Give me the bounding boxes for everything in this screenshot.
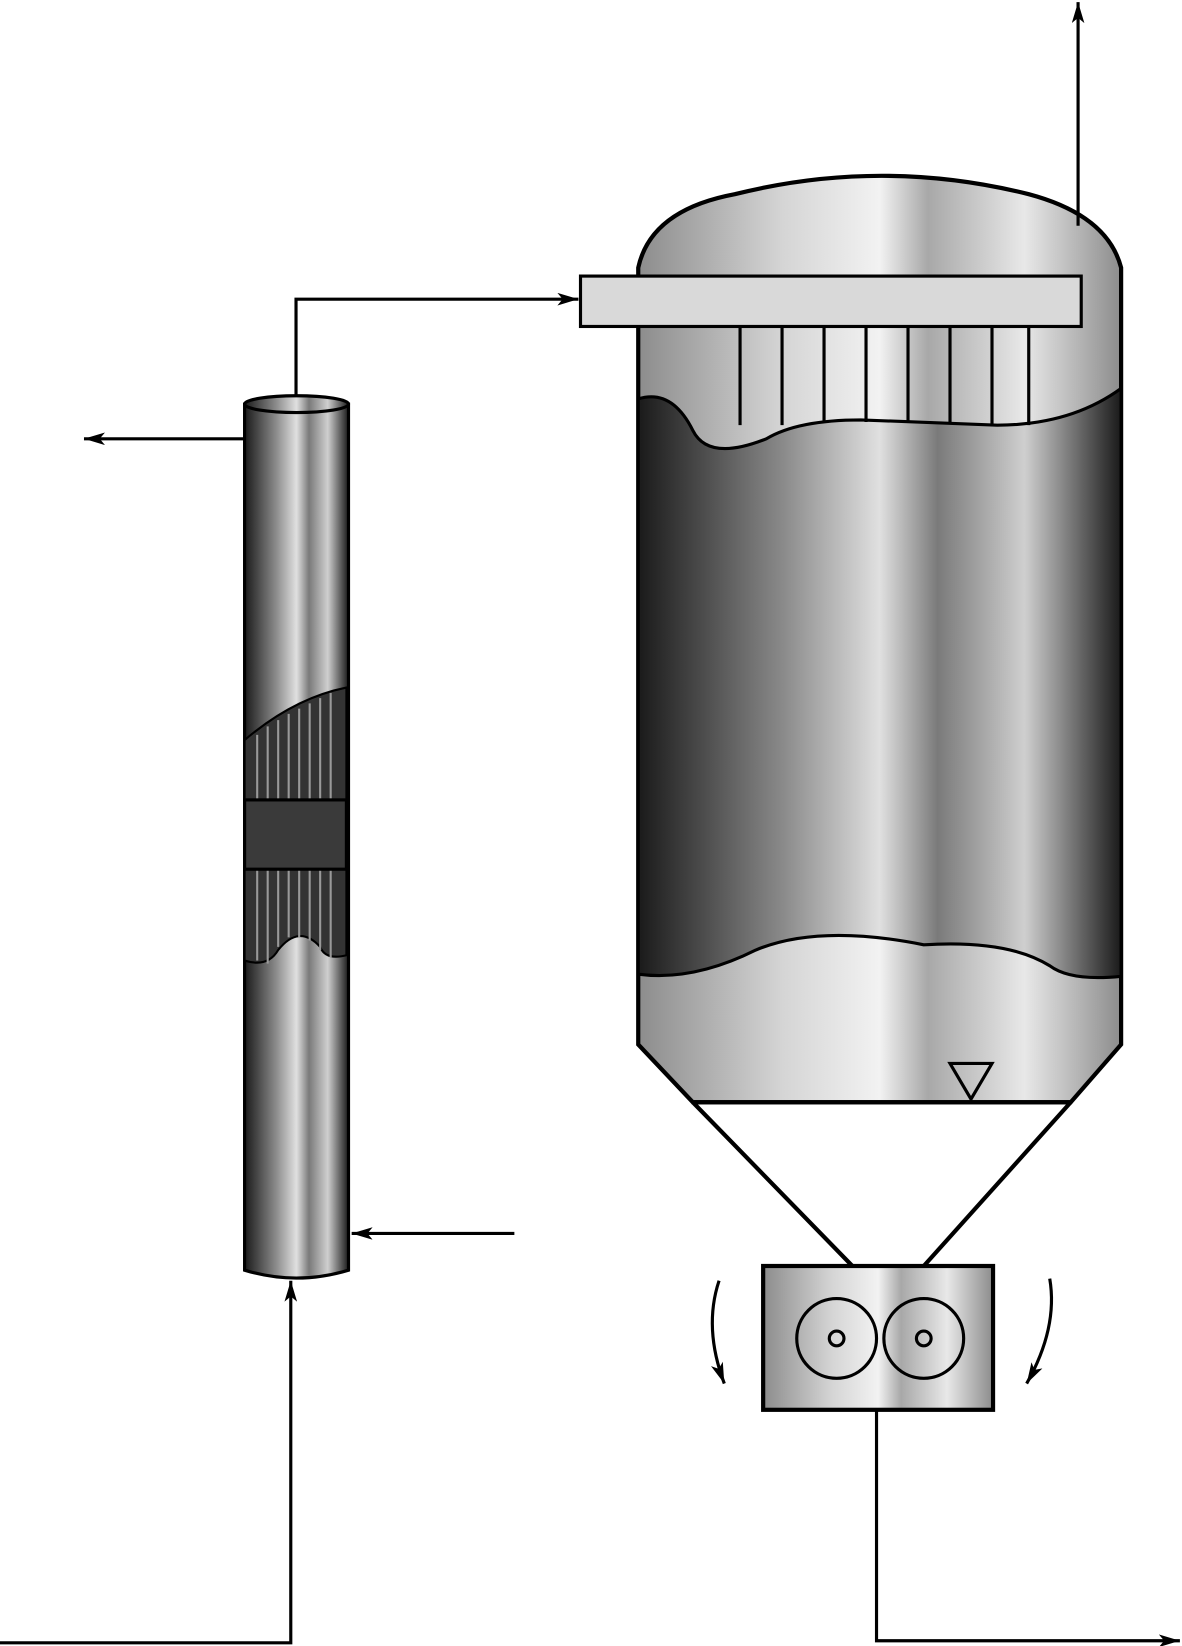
distributor-bar [578,274,1083,426]
rotary-valve [710,1263,1054,1412]
spray-tank [636,173,1124,1105]
rotation-arrow-left-icon [710,1280,726,1385]
column [243,394,351,1280]
column-feed-line [0,1280,298,1645]
column-band [243,798,348,871]
tank-liquid-region [636,385,1123,980]
column-to-distributor-line [294,292,579,397]
product-outlet-line [874,1409,1180,1646]
level-indicator-icon [947,1061,995,1103]
rotation-arrow-right-icon [1025,1278,1054,1385]
